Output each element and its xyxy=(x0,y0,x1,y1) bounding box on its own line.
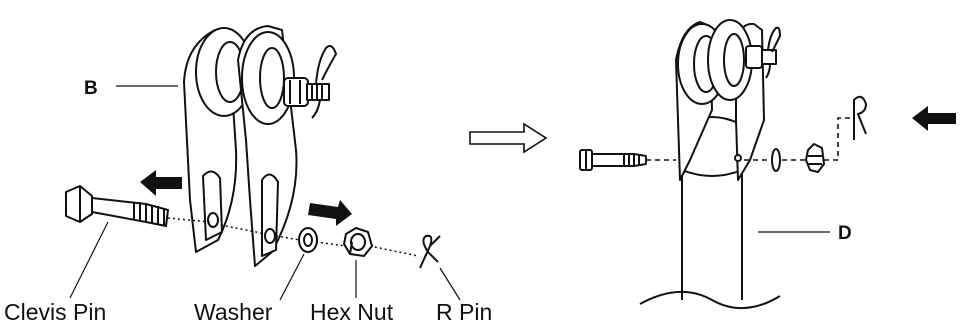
callout-d: D xyxy=(838,223,852,244)
hollow-right-arrow-icon xyxy=(469,122,548,154)
leader-clevis-pin xyxy=(69,221,109,299)
washer xyxy=(771,148,781,172)
hex-nut xyxy=(805,143,825,173)
leader-lines-left xyxy=(69,85,461,301)
hex-nut xyxy=(343,227,373,257)
callout-b: B xyxy=(84,78,98,99)
pulley-wheel-front-groove xyxy=(723,33,745,87)
axle-nut xyxy=(283,77,309,107)
assembly-guide-line xyxy=(167,217,419,257)
washer xyxy=(298,227,318,253)
axle-cotter-pin xyxy=(311,45,337,119)
leader-washer xyxy=(279,253,305,301)
solid-right-arrow-icon xyxy=(308,200,352,226)
pulley-wheel-front-groove xyxy=(259,47,285,109)
label-clevis-pin: Clevis Pin xyxy=(4,299,106,325)
clevis-pin xyxy=(65,185,169,227)
axle-nut xyxy=(745,45,763,69)
bracket-hole xyxy=(734,154,742,162)
assembled-view xyxy=(579,19,956,310)
clevis-pin xyxy=(579,149,647,171)
r-pin xyxy=(853,95,867,140)
r-pin xyxy=(419,234,441,269)
pole xyxy=(681,168,743,300)
label-washer: Washer xyxy=(194,299,273,325)
axle-cotter-pin xyxy=(765,26,781,79)
assembly-guide-line xyxy=(646,117,850,161)
label-hex-nut: Hex Nut xyxy=(310,299,394,325)
pole-cut xyxy=(639,290,781,310)
axle-thread xyxy=(761,49,777,65)
leader-r-pin xyxy=(439,267,461,301)
solid-left-arrow-icon xyxy=(140,170,182,196)
solid-left-arrow-icon xyxy=(912,106,956,131)
bracket-hole-rear xyxy=(207,212,219,228)
exploded-view xyxy=(65,25,441,269)
label-r-pin: R Pin xyxy=(436,299,492,325)
bracket-hole-front xyxy=(264,228,276,244)
bracket-slot-rear xyxy=(202,170,223,241)
